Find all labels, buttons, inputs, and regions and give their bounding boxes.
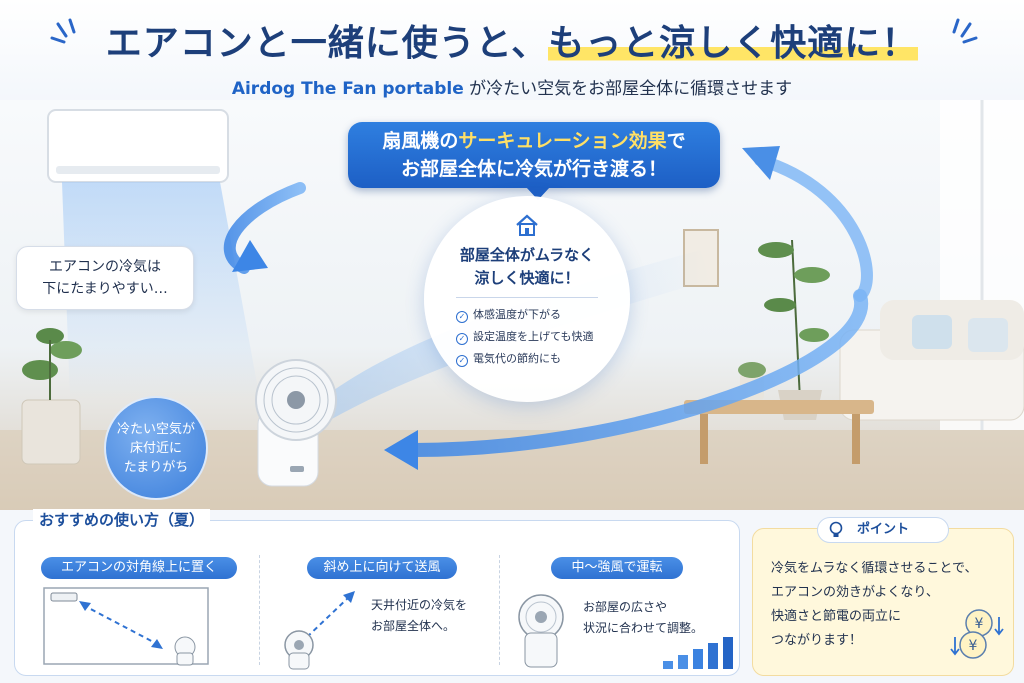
point-title: ポイント: [856, 522, 909, 537]
sofa-icon: [839, 300, 1024, 421]
svg-text:¥: ¥: [975, 616, 984, 632]
callout-highlight: サーキュレーション効果: [458, 130, 667, 152]
sparkle-icon: [50, 18, 76, 44]
subline-text: が冷たい空気をお部屋全体に循環させます: [463, 79, 793, 99]
bar-level-icon: [663, 637, 733, 669]
step-label: エアコンの対角線上に置く: [41, 557, 237, 579]
air-conditioner-icon: [50, 592, 78, 602]
arrow-head: [232, 240, 268, 272]
point-line: 快適さと節電の両立に: [771, 609, 902, 624]
step-description: お部屋の広さや 状況に合わせて調整。: [583, 597, 703, 639]
usage-title: おすすめの使い方（夏）: [33, 509, 211, 530]
divider: [499, 555, 500, 665]
divider: [259, 555, 260, 665]
ac-note: エアコンの冷気は 下にたまりやすい…: [16, 246, 194, 310]
step-description: 天井付近の冷気を お部屋全体へ。: [371, 595, 467, 637]
floor-note-line3: たまりがち: [123, 460, 189, 475]
callout-prefix: 扇風機の: [382, 130, 459, 152]
list-item: ✓ 体感温度が下がる: [456, 304, 593, 326]
step-text-line2: お部屋全体へ。: [371, 619, 456, 633]
point-line: 冷気をムラなく循環させることで、: [771, 561, 978, 576]
usage-step-1: エアコンの対角線上に置く: [15, 521, 255, 677]
floor-note-line2: 床付近に: [129, 441, 182, 456]
step-label: 中〜強風で運転: [551, 557, 683, 579]
check-icon: ✓: [456, 355, 468, 367]
point-text: 冷気をムラなく循環させることで、 エアコンの効きがよくなり、 快適さと節電の両立…: [771, 557, 977, 653]
coin-icon: ¥ ¥: [950, 609, 1004, 659]
air-conditioner-icon: [47, 109, 229, 183]
circulation-callout: 扇風機のサーキュレーション効果で お部屋全体に冷気が行き渡る！: [348, 122, 720, 200]
fan-icon: [255, 359, 337, 487]
arrow-head: [742, 146, 780, 180]
svg-text:¥: ¥: [969, 638, 978, 654]
usage-step-3: 中〜強風で運転 お部屋の広さや 状況に合わせて調整。: [503, 521, 739, 677]
usage-panel: おすすめの使い方（夏） エアコンの対角線上に置く 斜め上に向けて送風: [14, 509, 740, 677]
ac-note-line1: エアコンの冷気は: [49, 259, 161, 275]
home-icon: [516, 214, 538, 236]
lightbulb-icon: [829, 521, 843, 537]
arrow-head: [384, 430, 418, 470]
ac-note-line2: 下にたまりやすい…: [42, 281, 168, 297]
headline-prefix: エアコンと一緒に使うと、: [105, 23, 549, 64]
brand-name: Airdog The Fan portable: [231, 79, 464, 99]
header: エアコンと一緒に使うと、もっと涼しく快適に！ Airdog The Fan po…: [0, 0, 1024, 112]
floor-note: 冷たい空気が 床付近に たまりがち: [104, 396, 208, 500]
benefit-circle: 部屋全体がムラなく 涼しく快適に！ ✓ 体感温度が下がる ✓ 設定温度を上げても快適…: [424, 196, 630, 402]
point-panel: ポイント 冷気をムラなく循環させることで、 エアコンの効きがよくなり、 快適さと…: [752, 517, 1014, 676]
list-item: ✓ 設定温度を上げても快適: [456, 326, 593, 348]
diagonal-placement-diagram: [43, 587, 209, 666]
step-text-line1: お部屋の広さや: [583, 600, 668, 614]
upward-airflow-diagram: [284, 591, 355, 670]
plant-icon: [21, 328, 82, 465]
benefit-text: 体感温度が下がる: [473, 308, 561, 321]
headline: エアコンと一緒に使うと、もっと涼しく快適に！: [0, 14, 1024, 66]
usage-step-2: 斜め上に向けて送風 天井付近の冷気を お部屋全体へ。: [263, 521, 495, 677]
floor-note-line1: 冷たい空気が: [116, 422, 195, 437]
fan-icon: [284, 630, 314, 670]
point-title-badge: ポイント: [817, 517, 949, 543]
benefit-title: 部屋全体がムラなく 涼しく快適に！: [424, 244, 630, 290]
benefit-text: 電気代の節約にも: [473, 352, 561, 365]
point-line: エアコンの効きがよくなり、: [771, 585, 939, 600]
divider: [456, 297, 598, 298]
room-scene: 扇風機のサーキュレーション効果で お部屋全体に冷気が行き渡る！ エアコンの冷気は…: [0, 100, 1024, 510]
step-label: 斜め上に向けて送風: [307, 557, 457, 579]
headline-highlight: もっと涼しく快適に！: [548, 23, 919, 64]
benefit-title-line2: 涼しく快適に！: [474, 269, 580, 287]
fan-icon: [174, 636, 196, 666]
callout-suffix: で: [666, 130, 686, 152]
fan-icon: [518, 594, 564, 668]
point-line: つながります！: [771, 633, 863, 648]
step-text-line1: 天井付近の冷気を: [371, 598, 468, 612]
step-text-line2: 状況に合わせて調整。: [583, 621, 704, 635]
subline: Airdog The Fan portable が冷たい空気をお部屋全体に循環さ…: [0, 74, 1024, 99]
benefit-text: 設定温度を上げても快適: [473, 330, 594, 343]
benefit-list: ✓ 体感温度が下がる ✓ 設定温度を上げても快適 ✓ 電気代の節約にも: [456, 304, 593, 370]
plant-icon: [758, 239, 830, 420]
sparkle-icon: [952, 18, 978, 44]
check-icon: ✓: [456, 333, 468, 345]
callout-line2: お部屋全体に冷気が行き渡る！: [400, 158, 667, 180]
list-item: ✓ 電気代の節約にも: [456, 348, 593, 370]
benefit-title-line1: 部屋全体がムラなく: [459, 246, 595, 264]
check-icon: ✓: [456, 311, 468, 323]
